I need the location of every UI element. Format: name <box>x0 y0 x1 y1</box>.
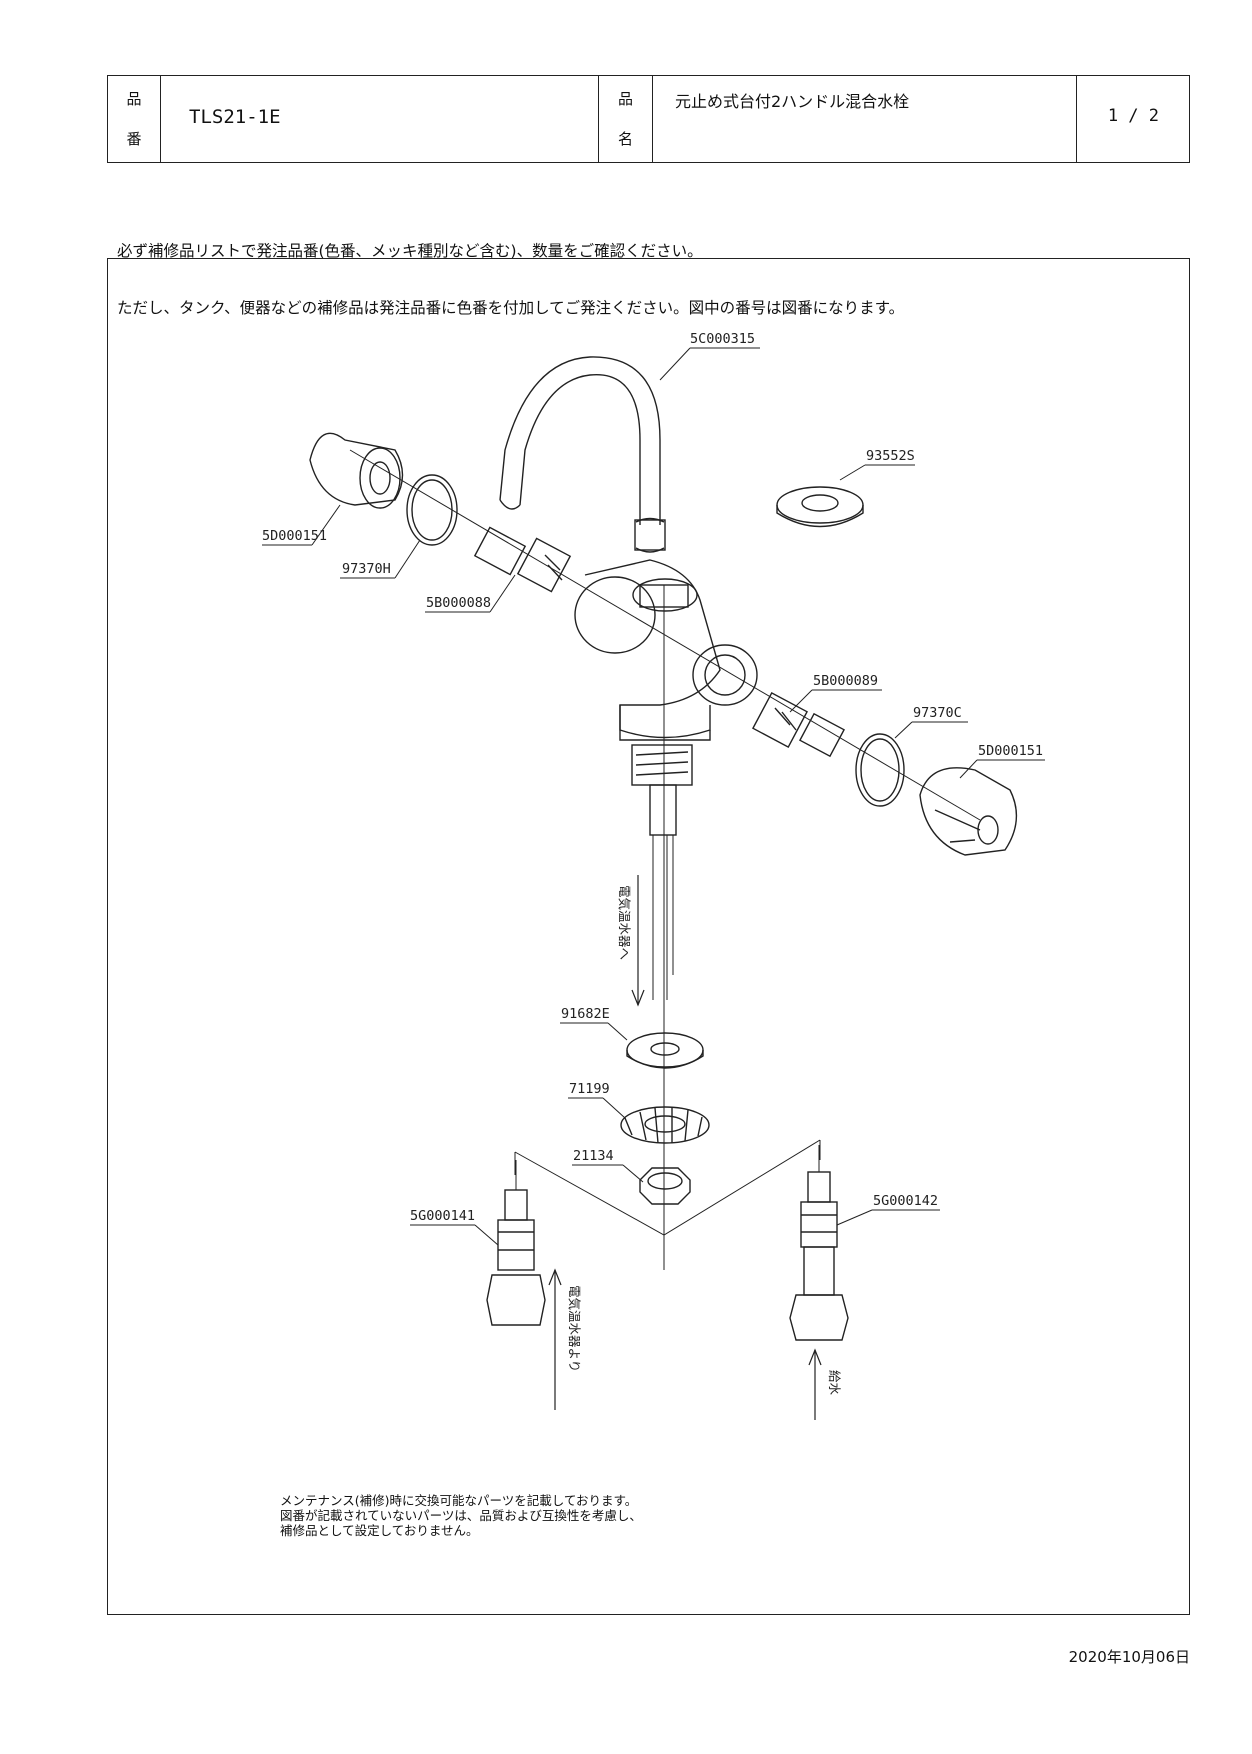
right-ring-drawing <box>855 733 905 807</box>
spout-drawing <box>499 356 666 553</box>
maintenance-note-line-2: 図番が記載されていないパーツは、品質および互換性を考慮し、 <box>280 1508 642 1523</box>
drawing-frame <box>107 258 1190 1615</box>
product-name: 元止め式台付2ハンドル混合水栓 <box>675 92 910 111</box>
order-notice-line-1: 必ず補修品リストで発注品番(色番、メッキ種別など含む)、数量をご確認ください。 <box>117 242 703 260</box>
part-number-label-2: 番 <box>126 130 142 148</box>
label-to-heater: 電気温水器へ <box>617 885 632 960</box>
page-number: 1 / 2 <box>1107 106 1159 126</box>
escutcheon-drawing <box>776 486 864 528</box>
right-cartridge-drawing <box>752 692 845 758</box>
maintenance-note: メンテナンス(補修)時に交換可能なパーツを記載しております。 図番が記載されてい… <box>280 1493 642 1538</box>
part-label-connector-left: 5G000141 <box>410 1208 475 1224</box>
order-notice-line-2: ただし、タンク、便器などの補修品は発注品番に色番を付加してご発注ください。図中の… <box>117 299 905 317</box>
nut-drawing <box>639 1167 691 1205</box>
document-date: 2020年10月06日 <box>1068 1648 1190 1666</box>
part-number: TLS21-1E <box>189 106 281 128</box>
part-label-spout: 5C000315 <box>690 331 755 347</box>
lock-washer-drawing <box>620 1106 710 1144</box>
right-connector-drawing <box>789 1145 849 1341</box>
left-handle-drawing <box>309 432 404 509</box>
page-cell: 1 / 2 <box>1077 76 1191 162</box>
mixer-body-drawing <box>574 559 758 836</box>
part-label-washer: 91682E <box>561 1006 610 1022</box>
part-number-label-1: 品 <box>126 90 142 108</box>
header-table: 品 番 TLS21-1E 品 名 元止め式台付2ハンドル混合水栓 1 / 2 <box>107 75 1190 163</box>
part-number-cell: TLS21-1E <box>161 76 599 162</box>
part-label-ring-right: 97370C <box>913 705 962 721</box>
order-notice: 必ず補修品リストで発注品番(色番、メッキ種別など含む)、数量をご確認ください。 … <box>117 204 904 337</box>
part-label-connector-right: 5G000142 <box>873 1193 938 1209</box>
part-label-escutcheon: 93552S <box>866 448 915 464</box>
left-ring-drawing <box>406 474 458 546</box>
label-supply: 給水 <box>827 1370 842 1396</box>
part-label-cartridge-left: 5B000088 <box>426 595 491 611</box>
left-cartridge-drawing <box>473 526 572 593</box>
product-name-label-2: 名 <box>617 130 633 148</box>
part-number-label-cell: 品 番 <box>108 76 161 162</box>
part-label-ring-left: 97370H <box>342 561 391 577</box>
part-label-handle-left: 5D000151 <box>262 528 327 544</box>
product-name-cell: 元止め式台付2ハンドル混合水栓 <box>653 76 1077 162</box>
washer-drawing <box>626 1032 704 1069</box>
flow-arrows <box>548 875 822 1420</box>
label-from-heater: 電気温水器より <box>567 1285 582 1372</box>
maintenance-note-line-1: メンテナンス(補修)時に交換可能なパーツを記載しております。 <box>280 1493 638 1508</box>
part-label-cartridge-right: 5B000089 <box>813 673 878 689</box>
part-label-nut: 21134 <box>573 1148 614 1164</box>
product-name-label-1: 品 <box>617 90 633 108</box>
part-label-lock-washer: 71199 <box>569 1081 610 1097</box>
installation-reference-lines <box>514 1139 821 1236</box>
product-name-label-cell: 品 名 <box>599 76 653 162</box>
part-label-handle-right: 5D000151 <box>978 743 1043 759</box>
supply-pipes-drawing <box>652 835 674 1000</box>
right-handle-drawing <box>919 767 1018 856</box>
maintenance-note-line-3: 補修品として設定しておりません。 <box>280 1523 479 1538</box>
